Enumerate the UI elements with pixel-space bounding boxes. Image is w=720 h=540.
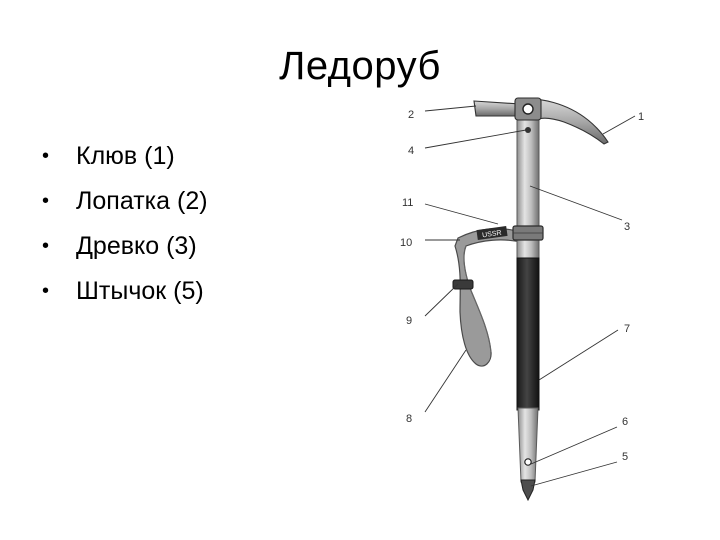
callout-9: 9: [406, 315, 412, 327]
callout-2: 2: [408, 109, 414, 121]
bullet-item: • Клюв (1): [42, 134, 208, 179]
svg-text:USSR: USSR: [482, 230, 502, 240]
callout-1: 1: [638, 111, 644, 123]
callout-5: 5: [622, 451, 628, 463]
bullet-item: • Древко (3): [42, 224, 208, 269]
bullet-list: • Клюв (1) • Лопатка (2) • Древко (3) • Штыч…: [42, 134, 208, 314]
bullet-item: • Штычок (5): [42, 269, 208, 314]
bullet-dot-icon: •: [42, 145, 50, 167]
bullet-text: Клюв (1): [76, 142, 175, 170]
bullet-item: • Лопатка (2): [42, 179, 208, 224]
bullet-dot-icon: •: [42, 190, 50, 212]
shaft: [512, 119, 544, 483]
callout-6: 6: [622, 416, 628, 428]
callout-11: 11: [402, 197, 413, 209]
bullet-text: Древко (3): [76, 232, 197, 260]
callout-4: 4: [408, 145, 414, 157]
callout-7: 7: [624, 323, 630, 335]
slide-title: Ледоруб: [279, 44, 441, 88]
callout-labels: 1 2 3 4 5 6 7 8 9 10 11: [400, 109, 644, 463]
callout-8: 8: [406, 413, 412, 425]
callout-10: 10: [400, 237, 412, 249]
bullet-text: Лопатка (2): [76, 187, 208, 215]
bullet-dot-icon: •: [42, 280, 50, 302]
callout-3: 3: [624, 221, 630, 233]
bullet-text: Штычок (5): [76, 277, 204, 305]
wrist-leash: USSR: [452, 225, 522, 367]
axe-head: [473, 97, 609, 145]
bullet-dot-icon: •: [42, 235, 50, 257]
spike: [520, 479, 536, 502]
leader-lines: [424, 105, 636, 487]
